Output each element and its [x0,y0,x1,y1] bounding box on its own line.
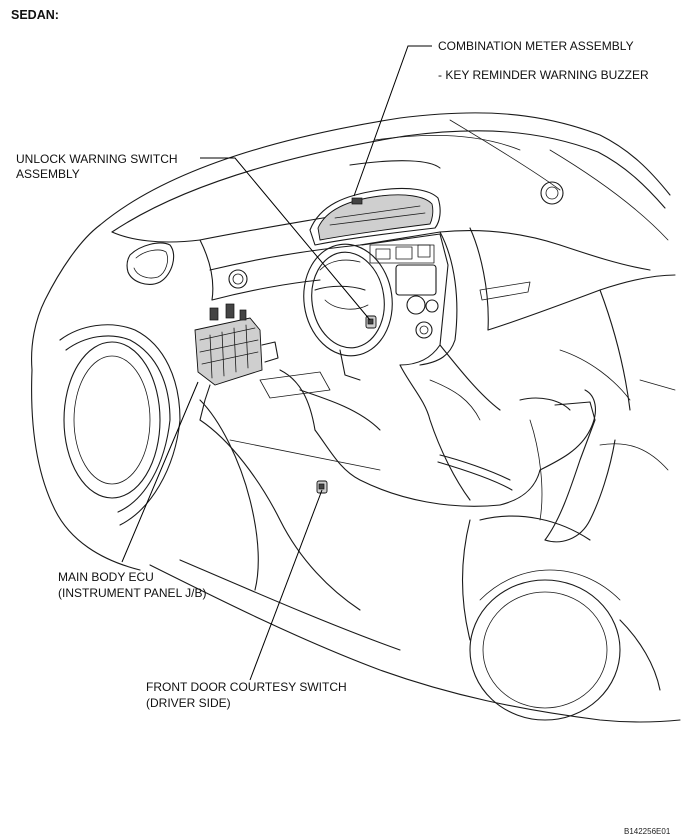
leader-door-switch [249,489,323,681]
label-main-body-ecu-line1: MAIN BODY ECU [58,570,154,584]
combination-meter [309,160,441,246]
right-interior [461,289,676,721]
unlock-warning-switch [365,315,377,329]
steering-wheel [303,243,393,381]
leader-main-body-ecu [121,381,199,563]
label-key-reminder: - KEY REMINDER WARNING BUZZER [438,68,649,82]
label-front-door-line1: FRONT DOOR COURTESY SWITCH [146,680,347,694]
page-title: SEDAN: [11,8,59,22]
dashboard [199,181,676,366]
leader-combination-meter [353,45,432,197]
leader-unlock-switch [200,157,371,321]
center-console [361,233,513,501]
label-main-body-ecu-line2: (INSTRUMENT PANEL J/B) [58,586,207,600]
label-unlock-warning-line2: ASSEMBLY [16,167,80,181]
leader-lines [121,45,432,681]
left-body-outline [31,224,681,723]
label-front-door-line2: (DRIVER SIDE) [146,696,231,710]
label-combination-meter: COMBINATION METER ASSEMBLY [438,39,634,53]
main-body-ecu [194,303,279,421]
side-mirror [126,242,175,285]
door-courtesy-switch [316,480,328,494]
label-unlock-warning-line1: UNLOCK WARNING SWITCH [16,152,178,166]
driver-door [199,369,541,611]
figure-code: B142256E01 [624,827,671,836]
roof-outline [99,112,671,241]
